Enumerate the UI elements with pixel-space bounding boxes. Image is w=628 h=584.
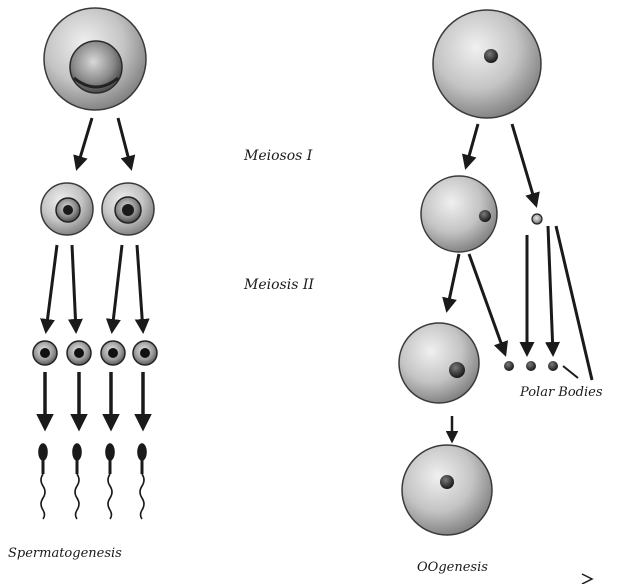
polar-body-arrows (527, 226, 592, 380)
sperm-cell (39, 444, 47, 519)
oogenesis-column (399, 10, 592, 584)
ootid (399, 323, 479, 403)
primary-spermatocyte (44, 8, 146, 110)
spermatogenesis-label: Spermatogenesis (8, 547, 122, 560)
spermatid (67, 341, 91, 365)
polar-body-pointer (563, 366, 578, 378)
corner-mark (582, 574, 592, 584)
sperm-arrows-meiosis-2 (46, 245, 143, 331)
sperm-cell (73, 444, 81, 519)
spermatogenesis-column (33, 8, 157, 519)
polar-body (548, 361, 558, 371)
meiosis-1-label: Meiosos I (244, 149, 312, 163)
ovum (402, 445, 492, 535)
polar-body (504, 361, 514, 371)
sperm-arrows-maturation (45, 372, 143, 428)
spermatid (133, 341, 157, 365)
secondary-spermatocyte (102, 183, 154, 235)
spermatid (33, 341, 57, 365)
sperm-cell (106, 444, 114, 519)
sperm-arrows-meiosis-1 (77, 118, 131, 168)
meiosis-2-label: Meiosis II (244, 278, 314, 292)
secondary-oocyte (421, 176, 497, 252)
secondary-spermatocyte (41, 183, 93, 235)
sperm-cell (138, 444, 146, 519)
primary-oocyte (433, 10, 541, 118)
oogenesis-label: OOgenesis (417, 561, 488, 574)
polar-bodies-label: Polar Bodies (520, 386, 603, 399)
first-polar-body (532, 214, 542, 224)
polar-body (526, 361, 536, 371)
spermatid (101, 341, 125, 365)
